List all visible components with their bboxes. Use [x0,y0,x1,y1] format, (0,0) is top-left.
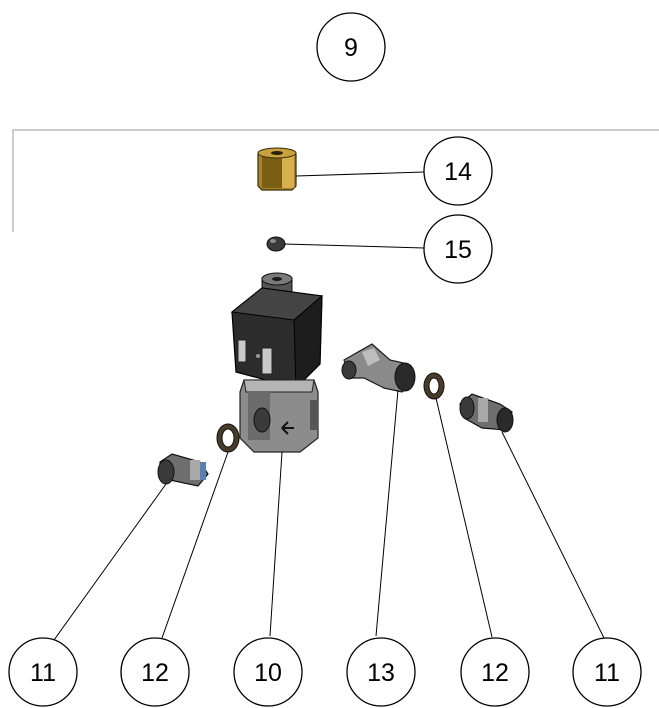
nut-leader-line [295,171,425,177]
frame-border [12,129,659,232]
valve-body-balloon: 10 [233,637,303,707]
right-seal-part [423,372,445,400]
assembly-number-label: 9 [344,34,358,62]
ball-leader-line [283,243,425,249]
elbow-fitting-part [341,343,416,393]
left-seal-balloon: 12 [120,637,190,707]
elbow-balloon: 13 [346,637,416,707]
left-seal-balloon-label: 12 [141,659,169,687]
right-seal-balloon-label: 12 [481,659,509,687]
nut-balloon-label: 14 [444,158,472,186]
right-fitting-leader-line [501,431,606,641]
ball-balloon-label: 15 [444,236,472,264]
right-seal-leader-line [435,397,493,638]
right-seal-balloon: 12 [460,637,530,707]
left-fitting-leader-line [53,483,167,641]
assembly-number-balloon: 9 [316,12,386,82]
ball-part [266,236,286,252]
right-fitting-balloon: 11 [572,637,642,707]
right-fitting-part [459,393,514,433]
left-seal-leader-line [161,451,229,639]
brass-nut-part [257,147,297,191]
valve-leader-line [269,451,283,637]
left-seal-part [216,423,240,453]
nut-balloon: 14 [423,136,493,206]
elbow-balloon-label: 13 [367,659,395,687]
solenoid-valve-part [230,272,324,453]
left-fitting-balloon-label: 11 [30,659,56,687]
valve-body-balloon-label: 10 [254,659,282,687]
left-fitting-balloon: 11 [8,637,78,707]
elbow-leader-line [375,389,399,637]
right-fitting-balloon-label: 11 [594,659,620,687]
left-fitting-part [157,453,209,487]
ball-balloon: 15 [423,214,493,284]
